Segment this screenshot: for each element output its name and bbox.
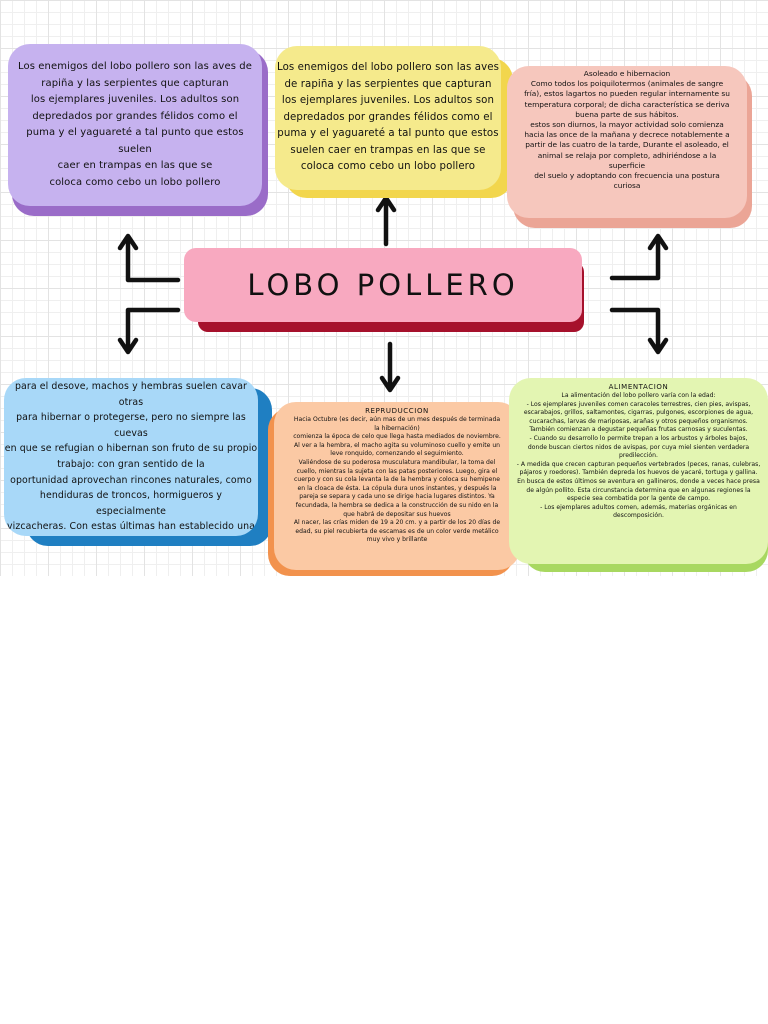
page-title: LOBO POLLERO [247, 268, 519, 302]
reproduction-heading: REPRUDUCCION [365, 407, 429, 415]
enemies-left-text: Los enemigos del lobo pollero son las av… [17, 61, 252, 188]
feeding-heading: ALIMENTACION [608, 383, 669, 391]
card-feeding: ALIMENTACION La alimentación del lobo po… [509, 378, 768, 572]
reproduction-text: Hacia Octubre (es decir, aún mas de un m… [293, 416, 501, 544]
arrow-up-center [375, 195, 397, 247]
arrow-up-right [609, 233, 669, 281]
arrow-up-left [117, 233, 181, 283]
mind-map-canvas: Los enemigos del lobo pollero son las av… [0, 0, 768, 576]
card-shelter: si bien las hembras construyen sus propi… [4, 378, 272, 546]
card-reproduction: REPRUDUCCION Hacia Octubre (es decir, aú… [268, 402, 522, 576]
hibernation-text: Como todos los poiquilotermos (animales … [524, 79, 730, 191]
card-enemies-left: Los enemigos del lobo pollero son las av… [8, 44, 268, 216]
arrow-down-right [609, 307, 669, 355]
card-hibernation: Asoleado e hibernacion Como todos los po… [507, 66, 752, 228]
hibernation-heading: Asoleado e hibernacion [583, 69, 671, 78]
central-topic: LOBO POLLERO [184, 248, 586, 332]
card-enemies-center: Los enemigos del lobo pollero son las av… [275, 46, 513, 198]
feeding-text: La alimentación del lobo pollero varía c… [516, 392, 761, 520]
connector-arrows [117, 195, 669, 393]
enemies-center-text: Los enemigos del lobo pollero son las av… [276, 62, 500, 173]
arrow-down-center [379, 341, 401, 393]
arrow-down-left [117, 307, 181, 355]
shelter-text: si bien las hembras construyen sus propi… [4, 381, 258, 533]
